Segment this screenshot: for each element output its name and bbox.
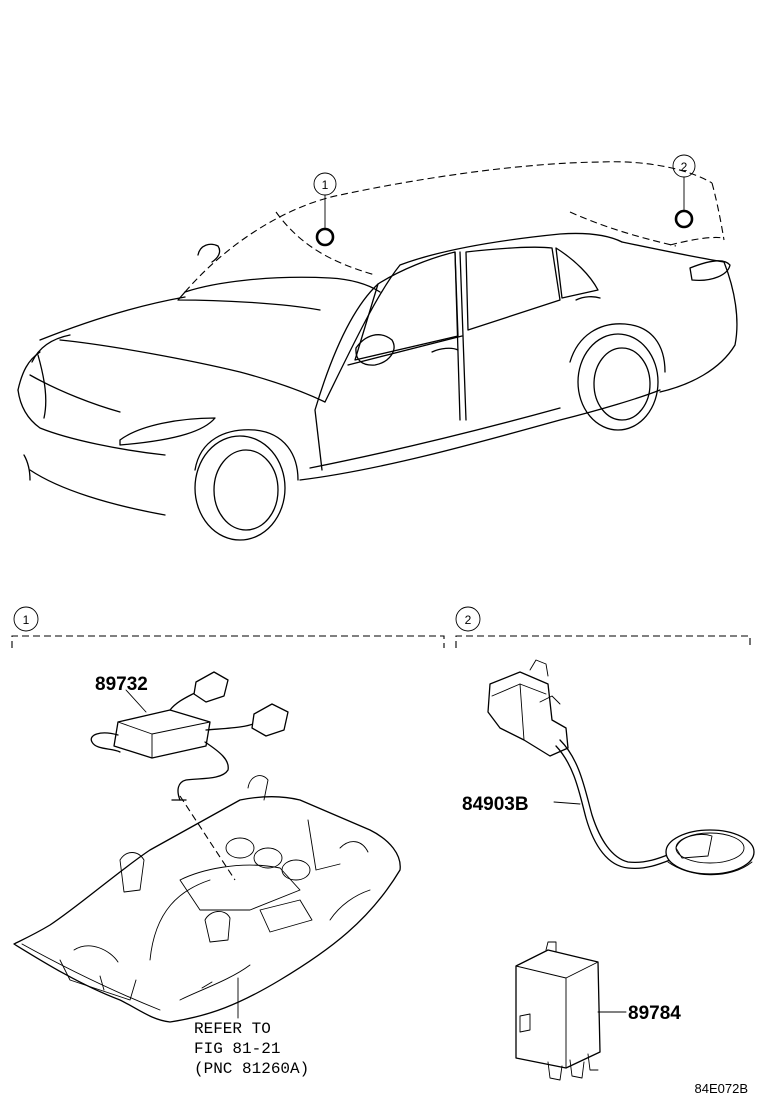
refer-note-line-2: FIG 81-21 (194, 1040, 280, 1058)
callout-2-on-car: 2 (672, 154, 696, 229)
diagram-code: 84E072B (695, 1081, 749, 1096)
section-1-number: 1 (23, 613, 30, 627)
callout-1-number: 1 (322, 178, 329, 192)
part-label-89784: 89784 (628, 1003, 681, 1024)
section-1-header: 1 (11, 606, 445, 648)
location-marker-2 (674, 209, 694, 229)
sensor-84903b-drawing (487, 659, 755, 876)
overhead-console-drawing (13, 775, 401, 1023)
car-illustration (17, 161, 738, 541)
location-marker-1 (315, 227, 335, 247)
section-2-header: 2 (455, 606, 751, 648)
section-2-number: 2 (465, 613, 472, 627)
refer-note-line-3: (PNC 81260A) (194, 1060, 309, 1078)
callout-1-on-car: 1 (313, 172, 337, 247)
ecu-89784-drawing (515, 941, 601, 1081)
module-89732-drawing (90, 671, 289, 801)
part-label-89732: 89732 (95, 674, 148, 695)
callout-2-number: 2 (681, 160, 688, 174)
part-label-84903b: 84903B (462, 794, 529, 815)
refer-note-line-1: REFER TO (194, 1020, 271, 1038)
